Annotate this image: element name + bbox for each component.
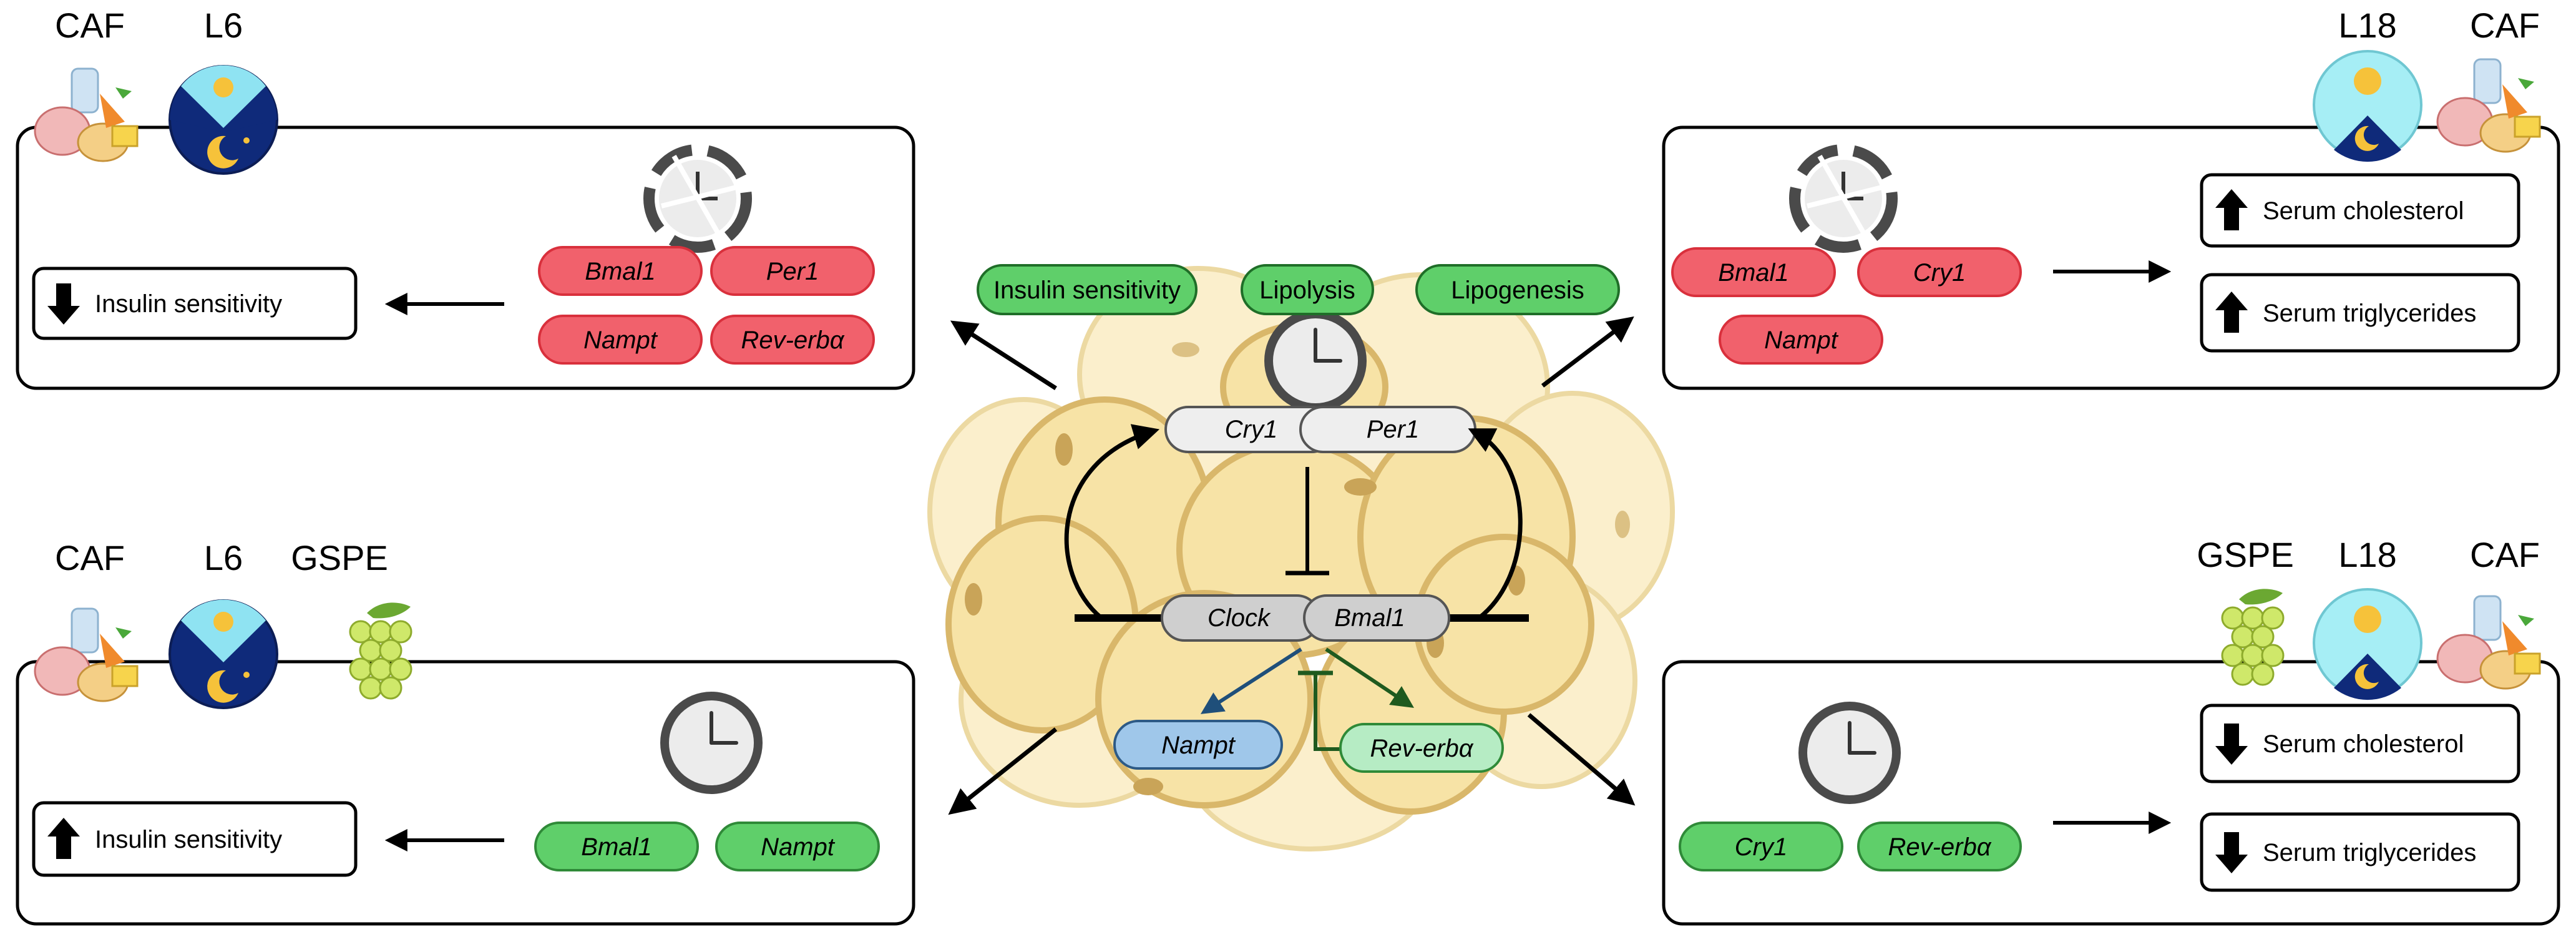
outcome-box: Serum cholesterol xyxy=(2200,704,2520,783)
gene-pill-nampt-label: Nampt xyxy=(1764,326,1839,354)
cry1-label: Cry1 xyxy=(1225,416,1277,443)
gene-pill-cry1: Cry1 xyxy=(1679,822,1843,871)
restored-clock-icon xyxy=(1798,702,1901,804)
gene-pill-bmal1-label: Bmal1 xyxy=(1718,259,1788,287)
gene-pill-reverb: Rev-erbα xyxy=(710,315,875,365)
condition-label: L18 xyxy=(2338,6,2396,45)
panel-bottom-left xyxy=(16,660,915,926)
outcome-label: Serum cholesterol xyxy=(2263,197,2464,225)
condition-label: L18 xyxy=(2338,535,2396,574)
disrupted-clock-icon xyxy=(643,144,752,253)
gene-pill-bmal1: Bmal1 xyxy=(538,246,703,296)
bmal1-center-label: Bmal1 xyxy=(1334,604,1405,632)
outcome-box: Serum triglycerides xyxy=(2200,812,2520,892)
process-pill-0-label: Insulin sensitivity xyxy=(993,277,1181,304)
outcome-label: Serum cholesterol xyxy=(2263,730,2464,758)
caf-food-icon xyxy=(34,67,139,162)
process-pill-1: Lipolysis xyxy=(1241,264,1374,315)
l6-light-cycle-icon xyxy=(168,599,278,709)
gene-pill-nampt: Nampt xyxy=(715,822,880,871)
gene-pill-reverb-label: Rev-erbα xyxy=(741,326,844,354)
condition-label: GSPE xyxy=(2197,535,2294,574)
clock-label: Clock xyxy=(1208,604,1271,632)
gene-pill-reverb-label: Rev-erbα xyxy=(1888,833,1991,861)
process-pill-1-label: Lipolysis xyxy=(1259,277,1355,304)
outcome-label: Serum triglycerides xyxy=(2263,839,2476,866)
arrow-down-icon xyxy=(2215,832,2248,873)
gene-pill-bmal1: Bmal1 xyxy=(1671,247,1836,297)
condition-label: L6 xyxy=(204,538,243,577)
gene-pill-nampt-label: Nampt xyxy=(583,326,658,354)
outcome-label: Insulin sensitivity xyxy=(95,826,282,853)
condition-label: CAF xyxy=(55,538,125,577)
process-pill-2-label: Lipogenesis xyxy=(1451,277,1584,304)
arrow-up-icon xyxy=(2215,189,2248,230)
gene-pill-bmal1-label: Bmal1 xyxy=(581,833,651,861)
arrow-up-icon xyxy=(47,818,80,859)
restored-clock-icon xyxy=(660,692,763,794)
outcome-box: Insulin sensitivity xyxy=(32,801,358,877)
outcome-box: Serum cholesterol xyxy=(2200,173,2520,248)
gene-pill-per1: Per1 xyxy=(710,246,875,296)
gene-pill-bmal1-label: Bmal1 xyxy=(585,258,655,285)
gspe-grape-icon xyxy=(349,602,412,700)
condition-label: CAF xyxy=(2470,6,2540,45)
outcome-box: Insulin sensitivity xyxy=(32,267,358,340)
caf-food-icon xyxy=(34,607,139,702)
arrow-up-icon xyxy=(2215,292,2248,333)
outcome-box: Serum triglycerides xyxy=(2200,273,2520,353)
center-clock-icon xyxy=(1264,310,1367,412)
gene-pill-nampt: Nampt xyxy=(538,315,703,365)
l18-light-cycle-icon xyxy=(2313,588,2422,700)
gene-pill-cry1-label: Cry1 xyxy=(1913,259,1966,287)
l6-light-cycle-icon xyxy=(168,65,278,175)
process-pill-0: Insulin sensitivity xyxy=(977,264,1198,315)
condition-label: L6 xyxy=(204,6,243,45)
gene-pill-cry1-label: Cry1 xyxy=(1735,833,1787,861)
gene-pill-per1-label: Per1 xyxy=(766,258,819,285)
condition-label: CAF xyxy=(55,6,125,45)
gene-pill-nampt-label: Nampt xyxy=(761,833,836,861)
reverba-center-label: Rev-erbα xyxy=(1370,735,1473,762)
per1-label: Per1 xyxy=(1367,416,1420,443)
gene-pill-reverb: Rev-erbα xyxy=(1857,822,2022,871)
caf-food-icon xyxy=(2436,595,2541,690)
l18-light-cycle-icon xyxy=(2313,50,2422,162)
disrupted-clock-icon xyxy=(1789,144,1898,253)
condition-label: GSPE xyxy=(291,538,388,577)
caf-food-icon xyxy=(2436,58,2541,153)
arrow-down-icon xyxy=(2215,724,2248,765)
arrow-down-icon xyxy=(47,283,80,325)
process-pill-2: Lipogenesis xyxy=(1415,264,1620,315)
gene-pill-nampt: Nampt xyxy=(1719,315,1883,365)
gene-pill-bmal1: Bmal1 xyxy=(534,822,699,871)
outcome-label: Insulin sensitivity xyxy=(95,290,282,318)
gene-pill-cry1: Cry1 xyxy=(1857,247,2022,297)
nampt-center-label: Nampt xyxy=(1161,732,1236,759)
gspe-grape-icon xyxy=(2221,589,2285,686)
condition-label: CAF xyxy=(2470,535,2540,574)
outcome-label: Serum triglycerides xyxy=(2263,300,2476,327)
